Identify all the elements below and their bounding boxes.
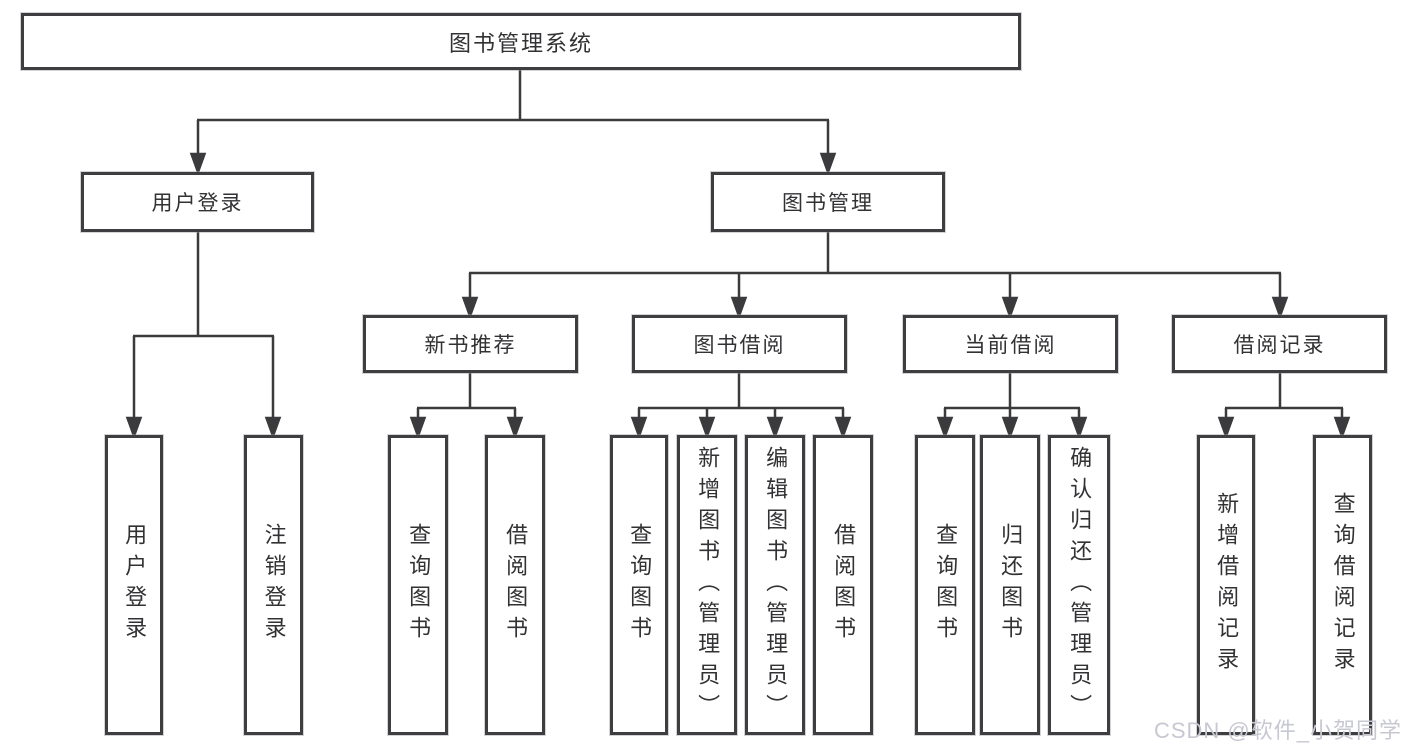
leaf-confirm-return-admin: 确认归还（管理员） [1048, 435, 1110, 735]
leaf-label: 借阅图书 [503, 523, 529, 647]
leaf-label: 确认归还（管理员） [1067, 445, 1093, 725]
leaf-add-book-admin: 新增图书（管理员） [677, 435, 737, 735]
leaf-label: 用户登录 [122, 523, 148, 647]
leaf-label: 新增借阅记录 [1214, 492, 1240, 678]
leaf-label: 新增图书（管理员） [695, 445, 721, 725]
leaf-query-books-recommend: 查询图书 [388, 435, 448, 735]
leaf-query-books-current: 查询图书 [915, 435, 975, 735]
leaf-user-login: 用户登录 [105, 435, 163, 735]
leaf-edit-book-admin: 编辑图书（管理员） [745, 435, 805, 735]
leaf-label: 借阅图书 [831, 523, 857, 647]
leaf-query-borrow-record: 查询借阅记录 [1313, 435, 1372, 735]
leaf-label: 注销登录 [261, 523, 287, 647]
node-library-system: 图书管理系统 [21, 13, 1021, 70]
leaf-logout: 注销登录 [244, 435, 303, 735]
leaf-label: 查询图书 [406, 523, 432, 647]
leaf-borrow-books: 借阅图书 [813, 435, 873, 735]
csdn-watermark: CSDN @软件_小贺同学 [1153, 718, 1402, 743]
leaf-query-books-borrow: 查询图书 [610, 435, 668, 735]
leaf-label: 查询图书 [933, 523, 959, 647]
leaf-label: 查询图书 [627, 523, 653, 647]
node-borrow-records: 借阅记录 [1172, 315, 1387, 373]
leaf-add-borrow-record: 新增借阅记录 [1197, 435, 1255, 735]
node-new-book-recommend: 新书推荐 [363, 315, 578, 373]
node-book-borrow: 图书借阅 [632, 315, 847, 373]
leaf-label: 归还图书 [998, 523, 1024, 647]
leaf-return-book: 归还图书 [980, 435, 1040, 735]
leaf-borrow-books-recommend: 借阅图书 [485, 435, 545, 735]
leaf-label: 查询借阅记录 [1330, 492, 1356, 678]
node-book-management: 图书管理 [711, 172, 945, 232]
node-current-borrow: 当前借阅 [903, 315, 1118, 373]
leaf-label: 编辑图书（管理员） [763, 445, 789, 725]
node-user-login: 用户登录 [81, 172, 314, 232]
